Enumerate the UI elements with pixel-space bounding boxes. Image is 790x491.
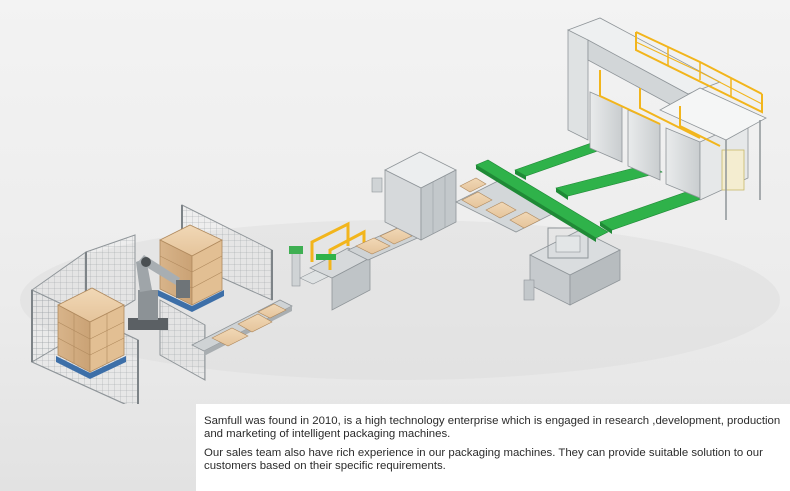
pallet-stack-back [158, 224, 224, 312]
description-paragraph-2: Our sales team also have rich experience… [204, 447, 763, 472]
carton-forming-machine [371, 151, 457, 241]
green-conveyor-middle [555, 163, 663, 200]
packaging-line-illustration [20, 17, 780, 404]
case-packing-robot [523, 227, 621, 306]
weigher-platform [567, 17, 767, 220]
company-description: Samfull was found in 2010, is a high tec… [196, 404, 790, 491]
green-conveyor-main [475, 159, 609, 242]
case-sealer [309, 221, 371, 311]
description-paragraph-1: Samfull was found in 2010, is a high tec… [204, 415, 781, 440]
safety-railing [599, 31, 763, 147]
palletizing-robot [128, 255, 190, 330]
collecting-conveyor [455, 177, 561, 233]
green-conveyor-lower [599, 189, 705, 234]
pallet-stack-left [56, 287, 126, 379]
roller-conveyor-infeed [191, 299, 293, 356]
